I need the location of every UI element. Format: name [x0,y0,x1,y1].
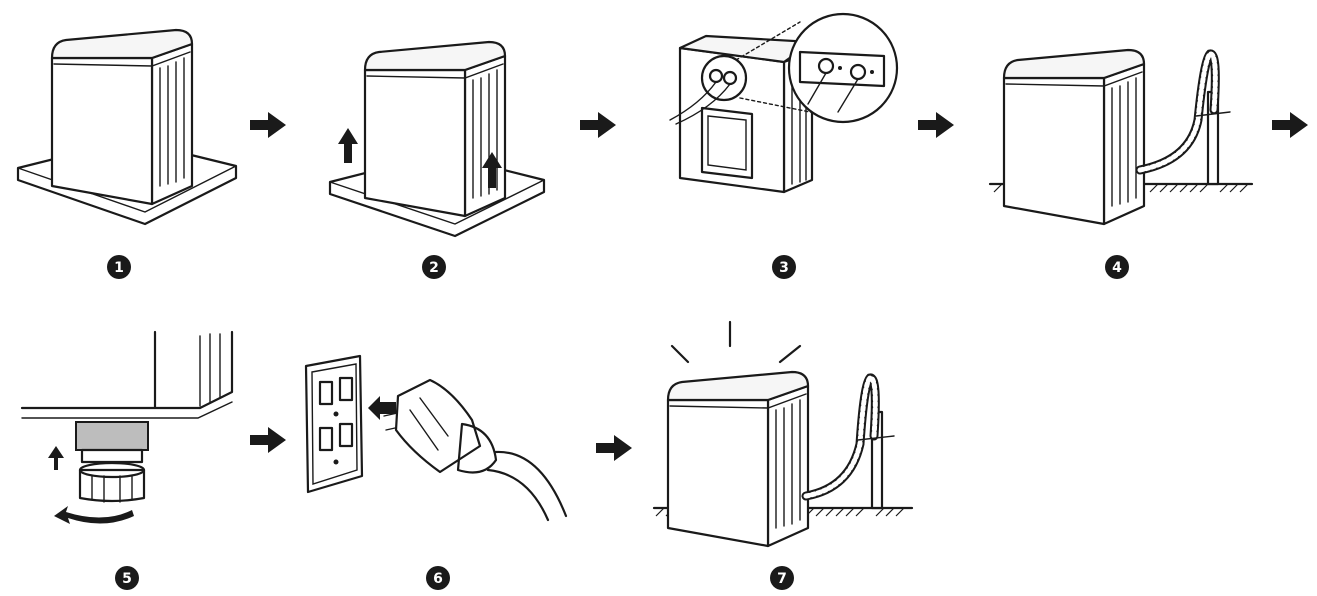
arrow-right-icon [250,427,286,453]
step-1-badge: 1 [107,255,131,279]
step-1-illustration [16,28,238,226]
step-6-badge: 6 [426,566,450,590]
arrow-right-icon [250,112,286,138]
shine-lines-icon [670,320,802,364]
arrow-right-icon [580,112,616,138]
step-2-number: 2 [429,260,439,276]
step-6-illustration [304,354,568,522]
step-5-illustration [20,330,234,524]
up-arrow-icon [48,446,64,470]
step-3-badge: 3 [772,255,796,279]
step-4-illustration [988,48,1254,226]
step-5-badge: 5 [115,566,139,590]
step-7-badge: 7 [770,566,794,590]
rotate-arrow-icon [54,506,134,524]
arrow-right-icon [918,112,954,138]
step-7-number: 7 [777,571,787,587]
step-4-number: 4 [1112,260,1122,276]
arrow-right-icon [596,435,632,461]
plug-direction-arrow-icon [368,396,396,420]
step-3-illustration [669,12,899,194]
step-5-number: 5 [122,571,132,587]
step-4-badge: 4 [1105,255,1129,279]
step-7-illustration [652,320,914,548]
step-6-number: 6 [433,571,443,587]
lift-arrow-icon [482,152,502,188]
lift-arrow-icon [338,128,358,163]
step-2-illustration [328,40,546,238]
step-3-number: 3 [779,260,789,276]
arrow-right-icon [1272,112,1308,138]
step-2-badge: 2 [422,255,446,279]
step-1-number: 1 [114,260,124,276]
